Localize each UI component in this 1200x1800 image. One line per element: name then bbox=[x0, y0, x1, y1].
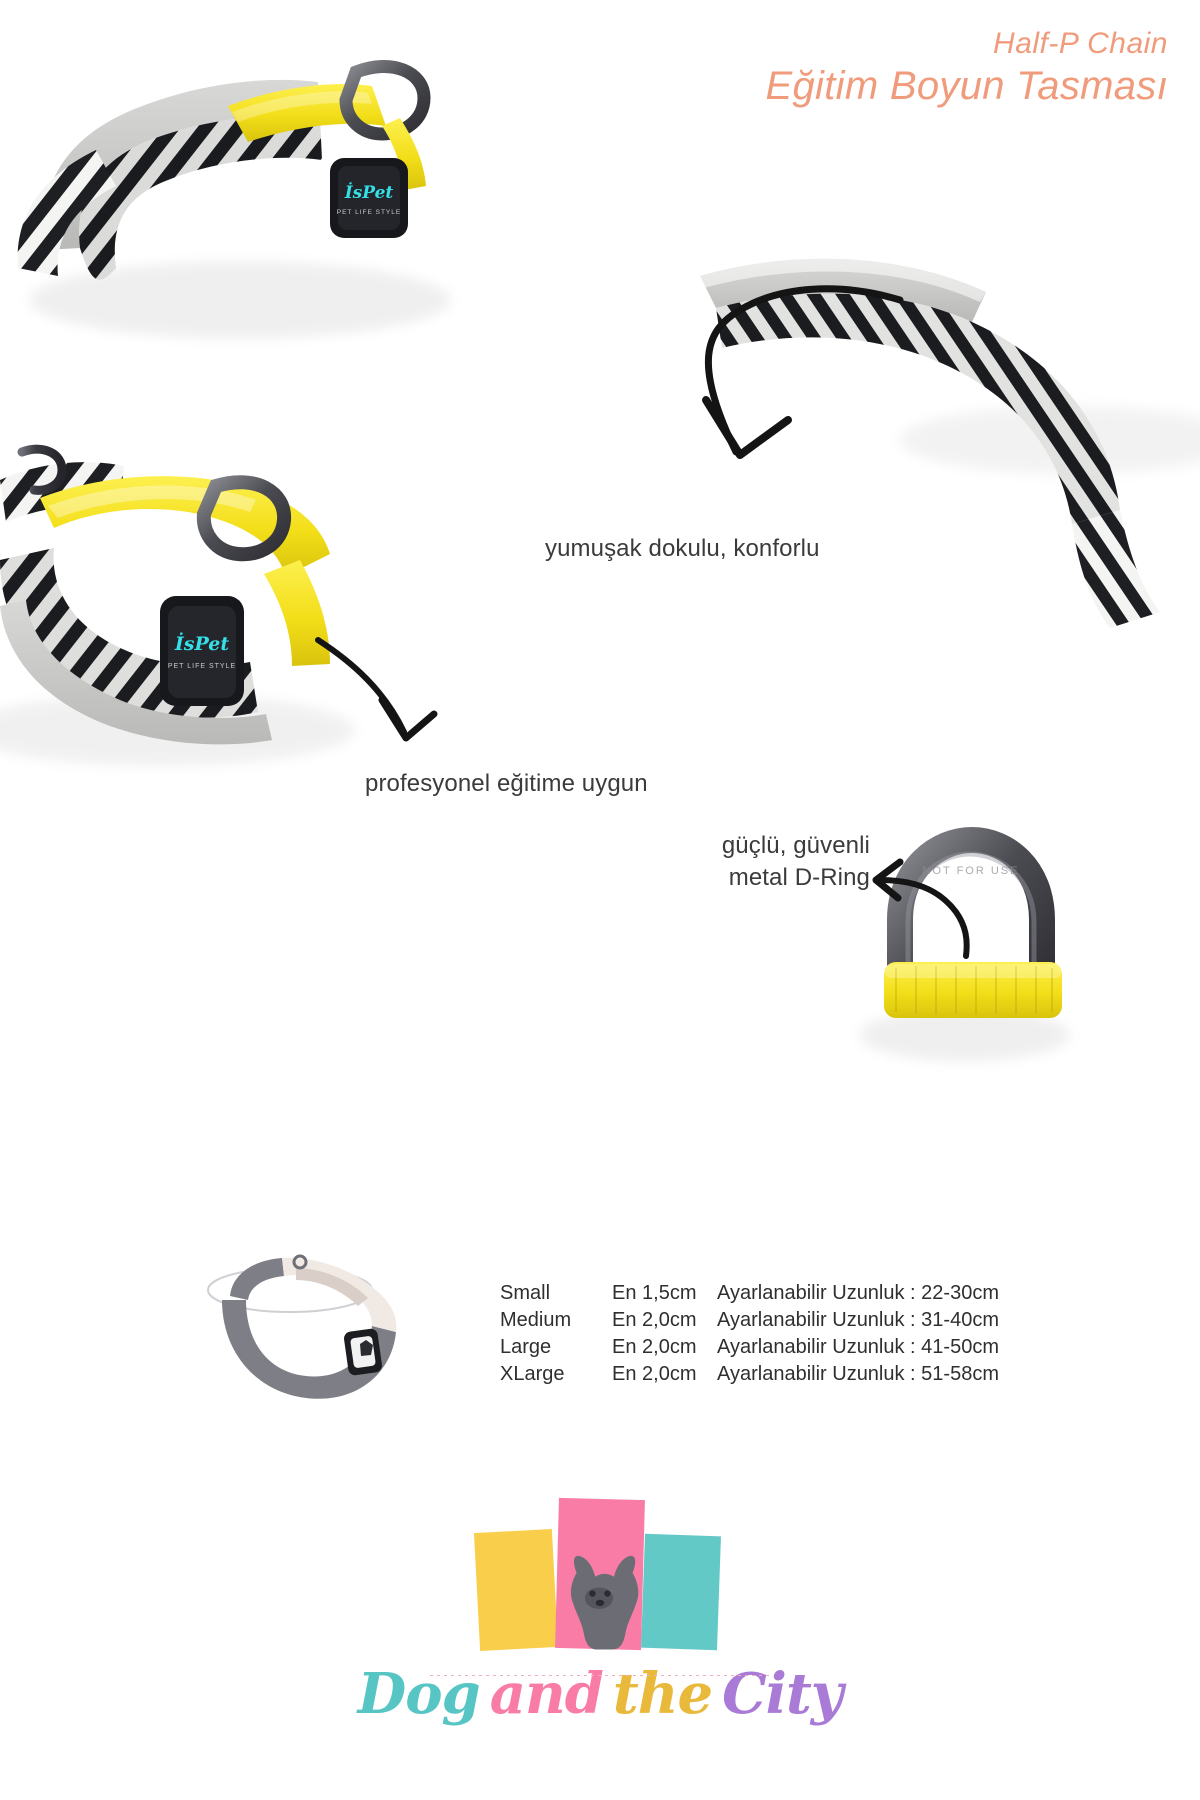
product-line-label: Half-P Chain bbox=[993, 27, 1168, 60]
photo-dring-closeup: NOT FOR USE bbox=[860, 826, 1070, 1061]
size-table-body: Small En 1,5cm Ayarlanabilir Uzunluk : 2… bbox=[500, 1280, 999, 1388]
page-title: Half-P Chain Eğitim Boyun Tasması bbox=[766, 28, 1168, 108]
svg-text:PET LIFE STYLE: PET LIFE STYLE bbox=[168, 663, 236, 670]
annotation-soft-texture: yumuşak dokulu, konforlu bbox=[545, 535, 820, 562]
annotation-metal-dring: güçlü, güvenli metal D-Ring bbox=[722, 830, 870, 893]
table-row: Small En 1,5cm Ayarlanabilir Uzunluk : 2… bbox=[500, 1280, 999, 1307]
svg-text:NOT FOR USE: NOT FOR USE bbox=[923, 865, 1020, 877]
annotation-professional-training: profesyonel eğitime uygun bbox=[365, 770, 648, 797]
svg-text:İsPet: İsPet bbox=[344, 182, 394, 203]
size-name: Medium bbox=[500, 1309, 572, 1331]
logo-shapes bbox=[465, 1483, 735, 1658]
annotation-metal-dring-line2: metal D-Ring bbox=[728, 863, 870, 891]
d-ring-photo1 bbox=[339, 60, 431, 141]
size-length: Ayarlanabilir Uzunluk : 41-50cm bbox=[717, 1336, 999, 1358]
table-row: Medium En 2,0cm Ayarlanabilir Uzunluk : … bbox=[500, 1307, 999, 1334]
photo-collar-middle-left: İsPet PET LIFE STYLE bbox=[0, 444, 355, 766]
size-width: En 2,0cm bbox=[612, 1336, 697, 1358]
annotation-metal-dring-line1: güçlü, güvenli bbox=[721, 832, 870, 859]
photo-collar-top-right bbox=[700, 258, 1200, 628]
table-row: Large En 2,0cm Ayarlanabilir Uzunluk : 4… bbox=[500, 1334, 999, 1361]
size-table: Small En 1,5cm Ayarlanabilir Uzunluk : 2… bbox=[500, 1280, 999, 1388]
brand-badge-photo1: İsPet PET LIFE STYLE bbox=[330, 158, 408, 238]
arrow-soft-lining bbox=[702, 285, 904, 459]
d-ring-photo3 bbox=[196, 475, 292, 562]
size-length: Ayarlanabilir Uzunluk : 22-30cm bbox=[717, 1282, 999, 1304]
size-length: Ayarlanabilir Uzunluk : 51-58cm bbox=[717, 1363, 999, 1385]
size-length: Ayarlanabilir Uzunluk : 31-40cm bbox=[717, 1309, 999, 1331]
logo-divider bbox=[430, 1675, 770, 1676]
size-width: En 1,5cm bbox=[612, 1282, 697, 1304]
arrow-dring bbox=[872, 858, 970, 959]
arrow-professional bbox=[315, 637, 438, 742]
size-width: En 2,0cm bbox=[612, 1363, 697, 1385]
svg-text:İsPet: İsPet bbox=[174, 632, 229, 655]
svg-text:PET LIFE STYLE: PET LIFE STYLE bbox=[337, 209, 401, 216]
product-name-label: Eğitim Boyun Tasması bbox=[765, 63, 1168, 108]
brand-badge-photo3: İsPet PET LIFE STYLE bbox=[160, 596, 244, 706]
size-diagram-illustration bbox=[207, 1254, 397, 1399]
size-width: En 2,0cm bbox=[612, 1309, 697, 1331]
size-name: XLarge bbox=[500, 1363, 565, 1385]
photo-collar-top-left: İsPet PET LIFE STYLE bbox=[17, 60, 450, 338]
size-name: Large bbox=[500, 1336, 552, 1358]
table-row: XLarge En 2,0cm Ayarlanabilir Uzunluk : … bbox=[500, 1361, 999, 1388]
dog-silhouette-icon bbox=[570, 1555, 639, 1650]
size-name: Small bbox=[500, 1282, 551, 1304]
